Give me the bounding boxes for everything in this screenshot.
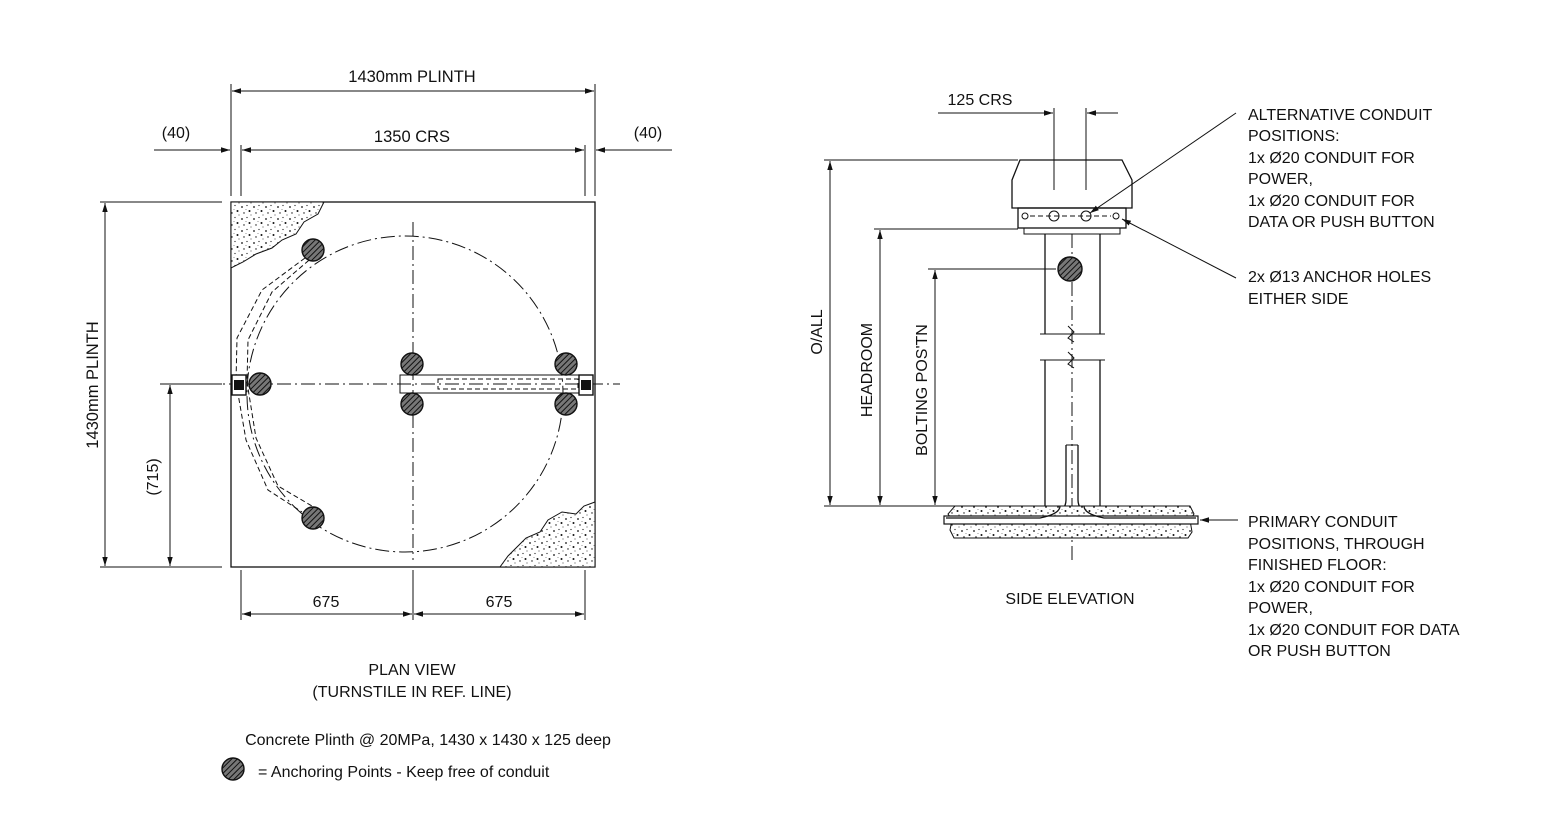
side-elevation: 125 CRS O/ALL HEADROOM BOLTING POS'TN [809, 92, 1463, 660]
bottom-right-label: 675 [486, 594, 513, 611]
alt-conduit-note: ALTERNATIVE CONDUIT POSITIONS: 1x Ø20 CO… [1248, 107, 1436, 231]
plinth-width-label: 1430mm PLINTH [348, 68, 475, 86]
oall-label: O/ALL [809, 309, 826, 354]
anchor-point [400, 352, 424, 376]
anchor-point [301, 506, 325, 530]
mounting-flange [1017, 207, 1127, 229]
right-offset-label: (40) [634, 125, 662, 142]
headroom-label: HEADROOM [859, 323, 876, 417]
plan-view-subtitle: (TURNSTILE IN REF. LINE) [312, 684, 511, 701]
half-height-label: (715) [145, 458, 162, 495]
side-crs-label: 125 CRS [948, 92, 1013, 109]
anchor-point [301, 238, 325, 262]
turnstile-sweep-circle [246, 235, 564, 553]
side-elevation-title: SIDE ELEVATION [1005, 591, 1134, 608]
anchor-point [554, 392, 578, 416]
conduit-run [235, 257, 306, 513]
anchor-hole [1112, 212, 1120, 220]
left-offset-label: (40) [162, 125, 190, 142]
anchor-point [400, 392, 424, 416]
bottom-left-label: 675 [313, 594, 340, 611]
bolting-position-label: BOLTING POS'TN [914, 324, 931, 456]
legend-text: = Anchoring Points - Keep free of condui… [258, 764, 550, 781]
plan-view-title: PLAN VIEW [368, 662, 456, 679]
plinth-height-label: 1430mm PLINTH [84, 321, 102, 448]
finished-floor-line [943, 515, 1199, 525]
alt-conduit-leader [1089, 112, 1237, 214]
plinth-spec-note: Concrete Plinth @ 20MPa, 1430 x 1430 x 1… [245, 732, 611, 749]
bolting-anchor [1057, 256, 1083, 282]
turnstile-head [1011, 159, 1133, 209]
anchor-holes-leader [1121, 218, 1237, 279]
plan-view: 1430mm PLINTH 1350 CRS (40) (40) 1430mm … [84, 68, 672, 781]
primary-conduit-note: PRIMARY CONDUIT POSITIONS, THROUGH FINIS… [1248, 514, 1463, 660]
anchor-point [248, 372, 272, 396]
turnstile-arm-inner [437, 378, 579, 390]
concrete-cutaway-bottom-right [499, 501, 596, 568]
anchor-point [554, 352, 578, 376]
anchor-holes-note: 2x Ø13 ANCHOR HOLES EITHER SIDE [1248, 269, 1436, 308]
legend-anchor-symbol [221, 757, 245, 781]
concrete-cutaway-top-left [230, 201, 325, 269]
crs-label: 1350 CRS [374, 128, 450, 146]
anchor-hole [1021, 212, 1029, 220]
